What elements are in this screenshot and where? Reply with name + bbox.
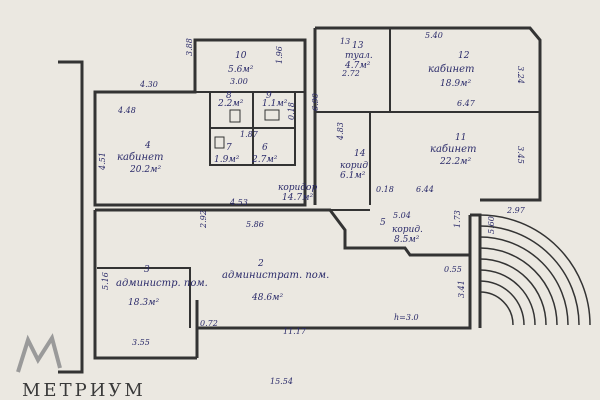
room-2-area: 48.6м² <box>251 293 284 303</box>
dim-label: 6.47 <box>457 99 476 108</box>
room-6-area: 2.7м² <box>251 155 278 165</box>
room-10-area: 5.6м² <box>228 65 254 75</box>
room-5-number: 5 <box>380 218 386 228</box>
dim-label: 5.60 <box>487 216 496 234</box>
dim-label: 3.41 <box>457 280 466 298</box>
dim-label: 13 <box>340 37 350 46</box>
room-4-area: 20.2м² <box>129 165 162 175</box>
dim-label: 2.72 <box>341 69 360 78</box>
dim-label: 1.96 <box>275 46 284 64</box>
dimension-labels: 5.40 3.88 4.30 3.00 1.96 13 2.72 3.24 4.… <box>98 31 526 386</box>
dim-label: 2.97 <box>506 206 526 215</box>
dim-label: 6.90 <box>311 93 320 111</box>
dim-label: 11.17 <box>283 327 307 336</box>
room-10-number: 10 <box>235 51 247 61</box>
room-11-name: кабинет <box>430 144 476 155</box>
dim-label: 4.48 <box>117 106 136 115</box>
room-9-area: 1.1м² <box>262 99 288 109</box>
corridor-area: 14.7м² <box>282 193 314 203</box>
room-13-number: 13 <box>352 41 364 51</box>
dim-label: 1.73 <box>453 210 462 228</box>
dim-label: 4.83 <box>336 122 345 141</box>
dim-label: 0.55 <box>444 265 462 274</box>
room-4-name: кабинет <box>117 152 163 163</box>
watermark-logo: МЕТРИУМ <box>16 333 146 400</box>
dim-label: 5.86 <box>246 220 264 229</box>
dim-label: 5.40 <box>425 31 443 40</box>
room-3-name: администр. пом. <box>116 278 208 289</box>
dim-label: 0.72 <box>200 319 218 328</box>
entrance-stairs <box>479 214 591 326</box>
room-8-area: 2.2м² <box>217 99 244 109</box>
dim-label: 3.45 <box>516 146 525 164</box>
toilet-fixture <box>229 109 241 123</box>
dim-label: 3.24 <box>516 66 525 84</box>
dim-label: 3.88 <box>185 38 194 56</box>
corridor-name: коридор <box>278 183 317 193</box>
room-14-name: корид <box>340 161 368 171</box>
room-14-area: 6.1м² <box>340 171 366 181</box>
room-12-area: 18.9м² <box>440 79 472 89</box>
room-6-number: 6 <box>262 143 268 153</box>
room-11-number: 11 <box>455 133 466 143</box>
room-12-name: кабинет <box>428 64 474 75</box>
dim-label: 5.16 <box>101 272 110 290</box>
dim-label: 15.54 <box>270 377 293 386</box>
room-4-number: 4 <box>144 141 151 151</box>
dim-label: 0.18 <box>376 185 394 194</box>
room-labels: 10 5.6м² 13 туал. 4.7м² 12 кабинет 18.9м… <box>116 41 476 308</box>
room-2-name: администрат. пом. <box>222 270 329 281</box>
room-13-area: 4.7м² <box>344 61 371 71</box>
toilet-fixture-2 <box>214 136 225 149</box>
room-12-number: 12 <box>458 51 470 61</box>
dim-label: 4.51 <box>98 152 107 171</box>
dim-label: 1.87 <box>240 130 259 139</box>
dim-label: 2.92 <box>199 210 208 229</box>
watermark-text: МЕТРИУМ <box>22 380 146 400</box>
room-5-name: корид. <box>392 225 423 235</box>
room-13-name: туал. <box>345 51 373 61</box>
room-7-area: 1.9м² <box>214 155 240 165</box>
dim-label: h=3.0 <box>394 313 419 322</box>
room-3-number: 3 <box>144 265 150 275</box>
dim-label: 3.55 <box>132 338 150 347</box>
room-3-area: 18.3м² <box>128 298 160 308</box>
dim-label: 5.04 <box>393 211 411 220</box>
room-14-number: 14 <box>354 149 366 159</box>
dim-label: 4.30 <box>139 80 158 89</box>
dim-label: 3.00 <box>230 77 248 86</box>
sink-fixture <box>264 109 280 121</box>
logo-mark-icon <box>16 333 62 373</box>
dim-label: 6.44 <box>416 185 434 194</box>
room-2-number: 2 <box>257 259 264 269</box>
dim-label: 4.53 <box>229 198 248 207</box>
dim-label: 0.18 <box>287 102 296 120</box>
room-11-area: 22.2м² <box>439 157 472 167</box>
room-9-number: 9 <box>266 91 272 101</box>
room-8-number: 8 <box>226 91 232 101</box>
room-5-area: 8.5м² <box>394 235 420 245</box>
walls <box>58 26 542 374</box>
room-7-number: 7 <box>226 143 232 153</box>
